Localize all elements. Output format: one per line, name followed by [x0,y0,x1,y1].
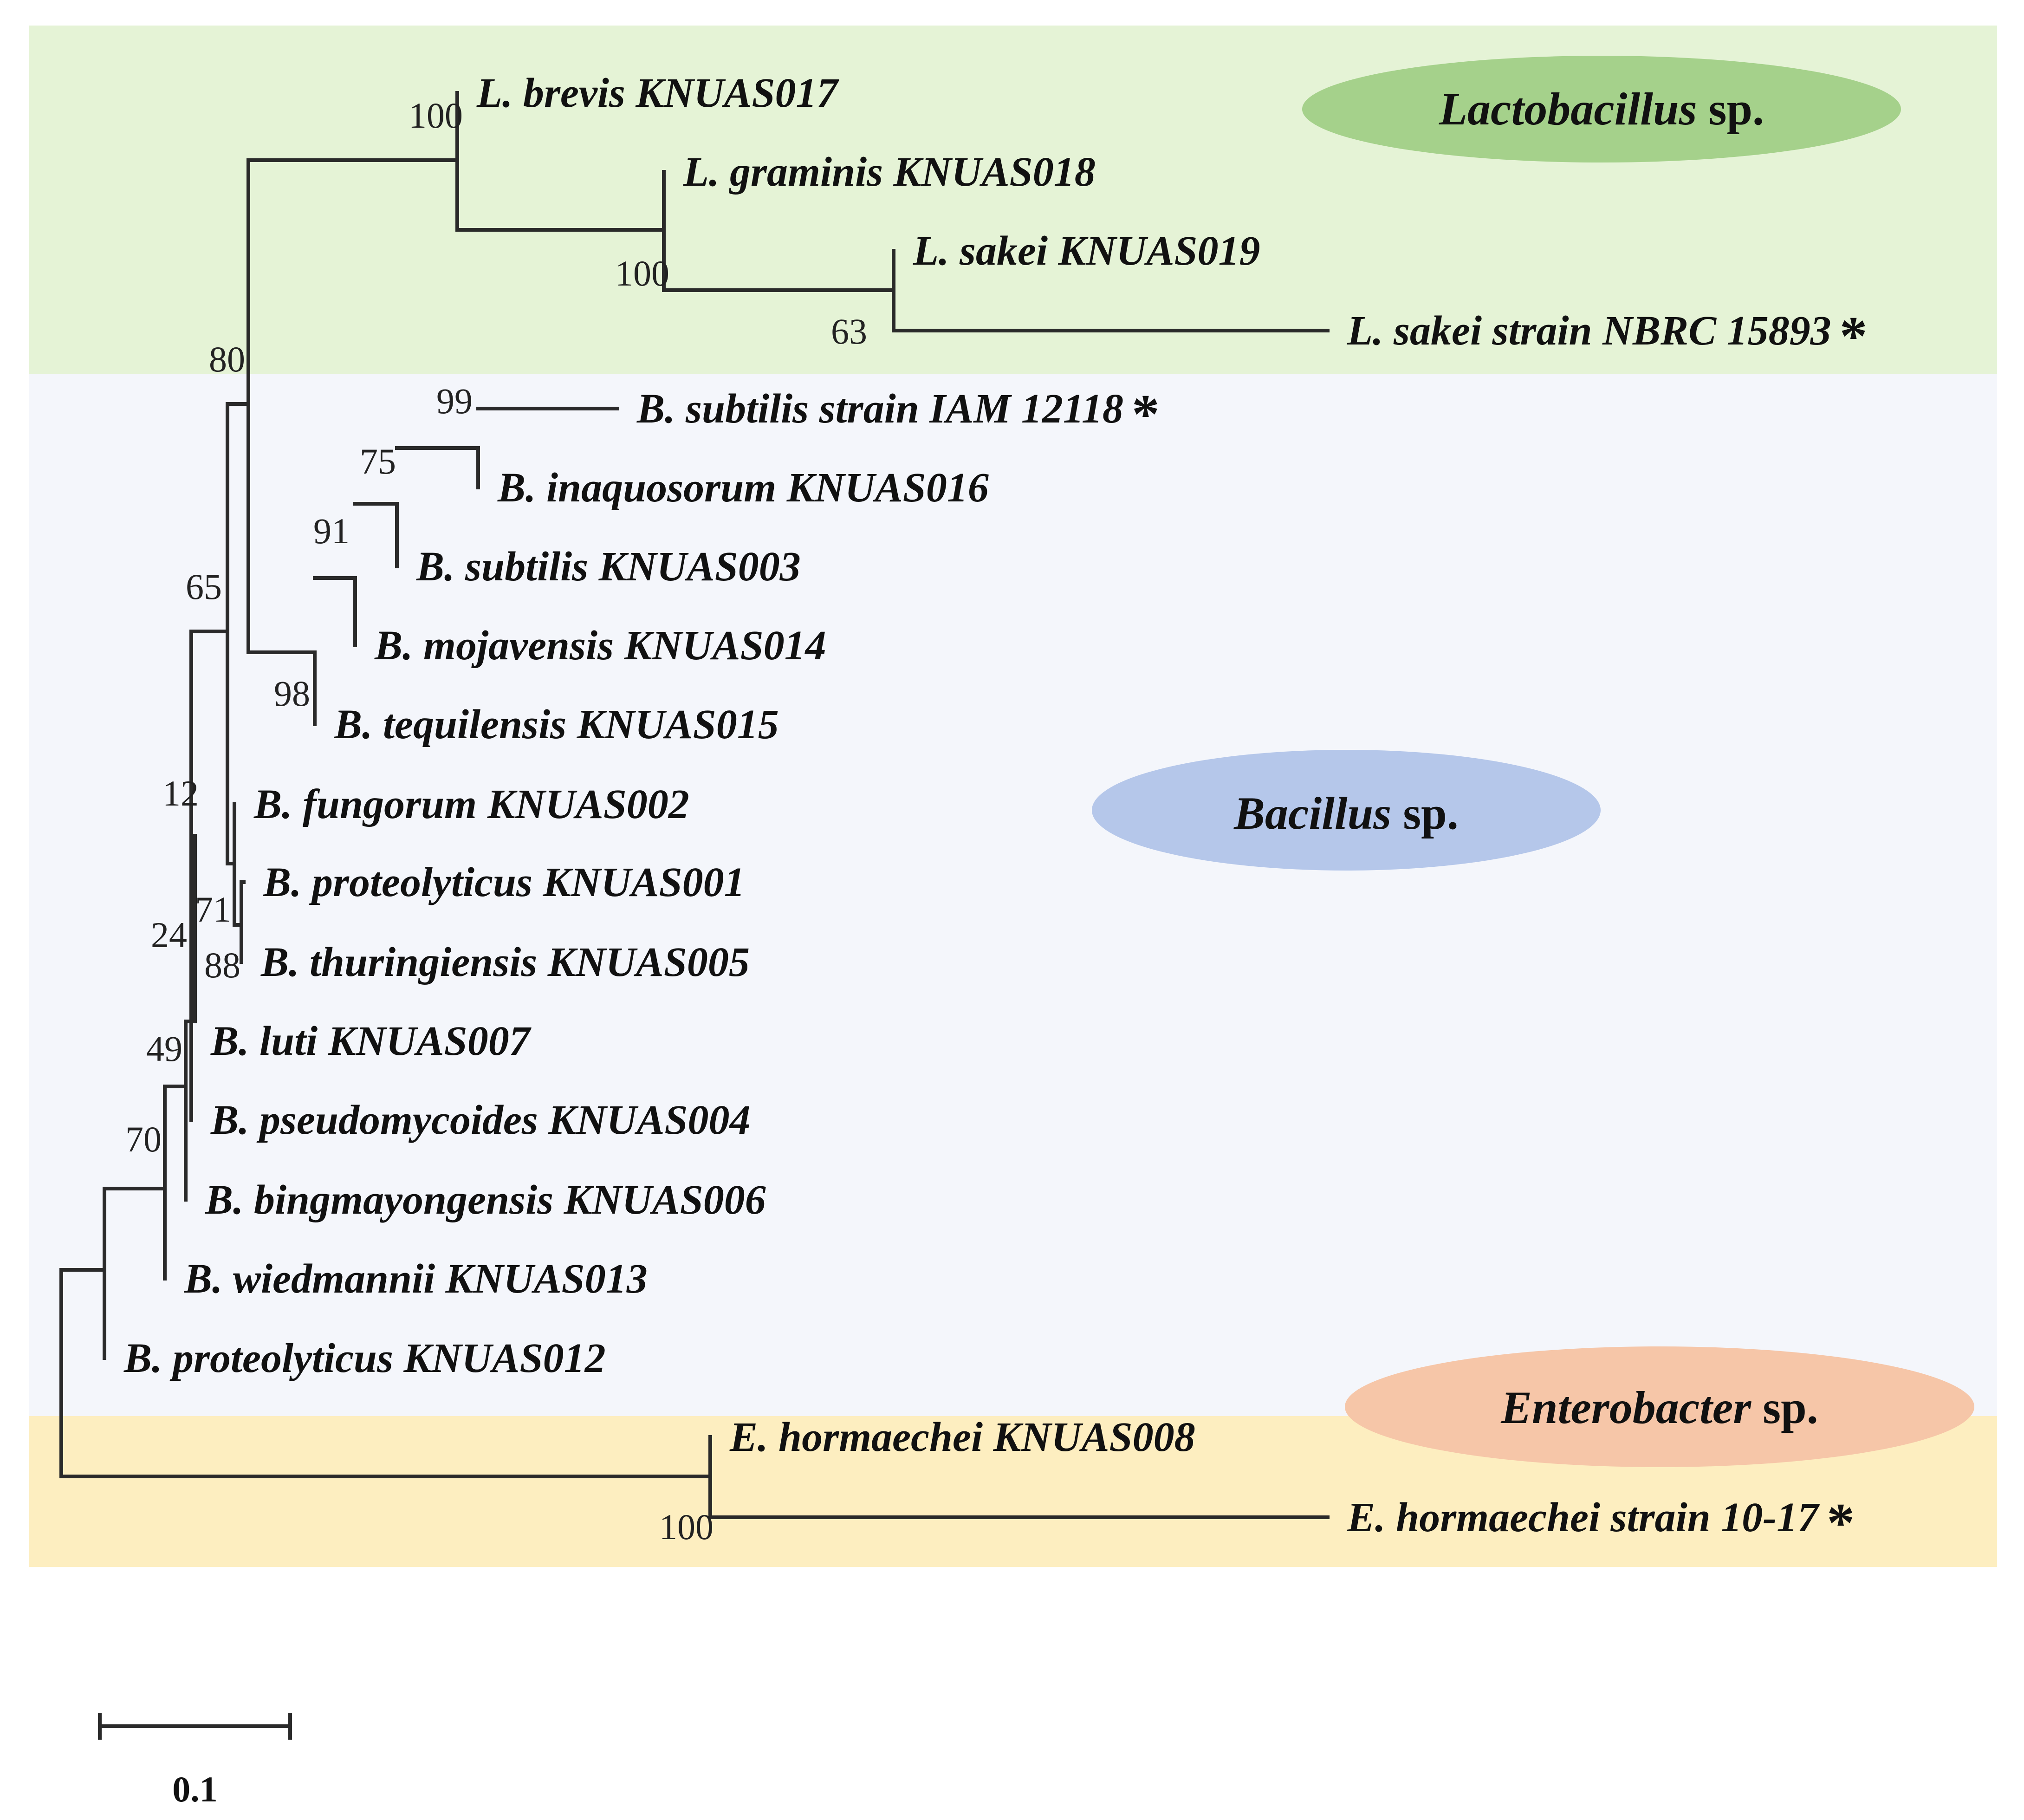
taxon-label: L. sakei KNUAS019 [913,228,1260,274]
bootstrap-value: 70 [125,1119,162,1159]
taxon-label: B. proteolyticus KNUAS001 [263,859,745,905]
taxon-label: B. mojavensis KNUAS014 [374,623,826,669]
taxon-label: B. thuringiensis KNUAS005 [260,939,750,985]
bootstrap-value: 71 [195,889,231,930]
reference-strain-marker: * [1827,1492,1855,1554]
bootstrap-value: 98 [274,673,310,714]
clade-label-lactobacillus: Lactobacillus sp. [1439,83,1764,135]
scale-bar: 0.1 [98,1713,292,1809]
bootstrap-value: 91 [313,511,350,551]
taxon-label: B. subtilis KNUAS003 [416,544,801,590]
scale-bar-label: 0.1 [172,1769,218,1809]
bootstrap-value: 100 [409,95,463,136]
taxon-label: B. tequilensis KNUAS015 [334,702,779,748]
taxon-label: E. hormaechei KNUAS008 [729,1414,1195,1460]
bootstrap-value: 12 [162,773,199,813]
taxon-label: B. pseudomycoides KNUAS004 [210,1097,751,1143]
bootstrap-value: 65 [186,566,222,607]
bootstrap-value: 88 [204,945,240,985]
bootstrap-value: 63 [831,311,867,351]
taxon-label: B. inaquosorum KNUAS016 [497,465,989,511]
taxon-label: B. fungorum KNUAS002 [253,781,689,827]
clade-label-bacillus: Bacillus sp. [1233,787,1459,839]
bootstrap-value: 24 [151,915,187,955]
clade-ellipse-bacillus [1092,750,1601,871]
taxon-label: L. brevis KNUAS017 [476,70,839,116]
clade-genus-lactobacillus: Lactobacillus [1439,83,1697,135]
tree-branches [59,91,1330,1519]
clade-label-enterobacter: Enterobacter sp. [1500,1382,1818,1433]
bootstrap-value: 80 [209,339,245,379]
bootstrap-value: 49 [146,1028,182,1069]
bootstrap-value: 99 [436,381,473,421]
bootstrap-value: 100 [659,1507,714,1547]
taxon-label: B. proteolyticus KNUAS012 [123,1335,606,1381]
bootstrap-value: 100 [615,253,669,293]
taxon-label: B. bingmayongensis KNUAS006 [205,1177,766,1223]
clade-band-bacillus [29,374,1997,1416]
taxon-label: L. graminis KNUAS018 [683,149,1096,195]
taxon-label: B. subtilis strain IAM 12118 [636,386,1123,432]
clade-suffix-bacillus: sp. [1391,787,1459,839]
taxon-label: E. hormaechei strain 10-17 [1347,1495,1820,1540]
clade-suffix-lactobacillus: sp. [1697,83,1765,135]
reference-strain-marker: * [1132,383,1160,445]
clade-ellipse-enterobacter [1345,1346,1974,1467]
reference-strain-marker: * [1840,305,1868,367]
clade-suffix-enterobacter: sp. [1751,1382,1818,1433]
taxon-label: B. wiedmannii KNUAS013 [184,1256,648,1302]
bootstrap-value: 75 [360,441,396,481]
clade-genus-enterobacter: Enterobacter [1500,1382,1752,1433]
taxon-labels: L. brevis KNUAS017 L. graminis KNUAS018L.… [123,70,1868,1554]
taxon-label: L. sakei strain NBRC 15893 [1347,308,1831,354]
clade-ellipse-lactobacillus [1302,56,1901,162]
taxon-label: B. luti KNUAS007 [210,1018,532,1064]
clade-genus-bacillus: Bacillus [1233,787,1391,839]
